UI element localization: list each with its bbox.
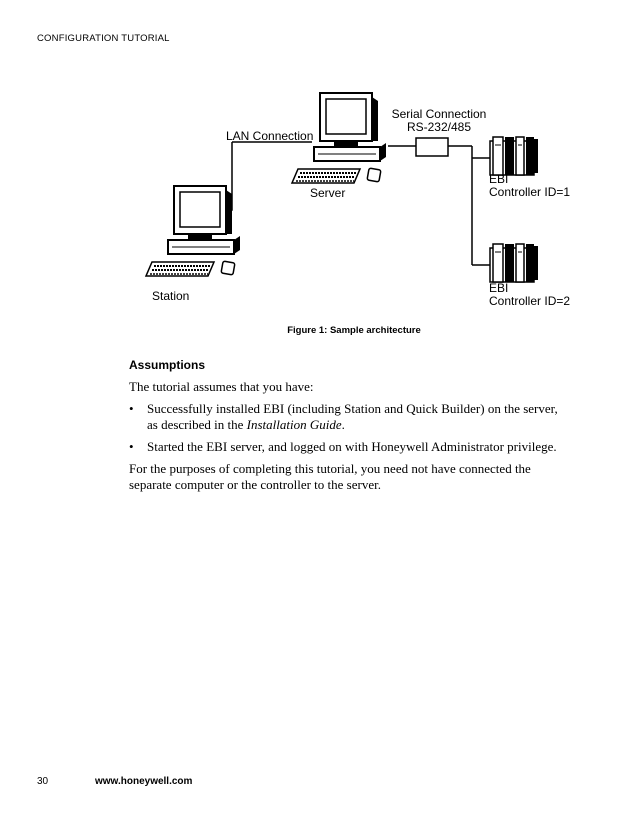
running-header: CONFIGURATION TUTORIAL — [37, 33, 170, 44]
section-heading: Assumptions — [129, 358, 206, 372]
serial-converter-box — [415, 137, 449, 157]
bullet-icon: • — [129, 401, 134, 416]
figure-caption: Figure 1: Sample architecture — [0, 325, 638, 336]
server-label: Server — [310, 186, 345, 200]
bullet-icon: • — [129, 439, 134, 454]
list-item: • Successfully installed EBI (including … — [129, 401, 569, 433]
list-item-text-end: . — [341, 417, 345, 432]
serial-standard-label: RS-232/485 — [407, 120, 471, 134]
footer-website-link[interactable]: www.honeywell.com — [95, 776, 193, 787]
station-computer-icon — [145, 185, 241, 277]
closing-paragraph: For the purposes of completing this tuto… — [129, 461, 531, 492]
page-number: 30 — [37, 776, 49, 787]
list-item: • Started the EBI server, and logged on … — [129, 439, 569, 455]
ebi-controller-2-icon — [489, 243, 539, 283]
list-item-text: Successfully installed EBI (including St… — [147, 401, 558, 432]
assumptions-section: Assumptions The tutorial assumes that yo… — [129, 357, 569, 499]
lan-connection-label: LAN Connection — [226, 129, 313, 143]
ebi-2-label: EBI — [489, 281, 508, 295]
architecture-diagram: LAN Connection Serial Connection RS-232/… — [145, 92, 570, 308]
assumptions-list: • Successfully installed EBI (including … — [129, 401, 569, 455]
ebi-controller-1-icon — [489, 136, 539, 176]
figure-caption-text: Figure 1: Sample architecture — [287, 325, 421, 336]
document-title-reference: Installation Guide — [246, 417, 342, 432]
list-item-text: Started the EBI server, and logged on wi… — [147, 439, 557, 454]
station-label: Station — [152, 289, 189, 303]
ebi-1-label: EBI — [489, 172, 508, 186]
ebi-1-controller-id-label: Controller ID=1 — [489, 185, 570, 199]
ebi-2-controller-id-label: Controller ID=2 — [489, 294, 570, 308]
serial-connection-label: Serial Connection — [392, 107, 487, 121]
intro-paragraph: The tutorial assumes that you have: — [129, 379, 314, 394]
